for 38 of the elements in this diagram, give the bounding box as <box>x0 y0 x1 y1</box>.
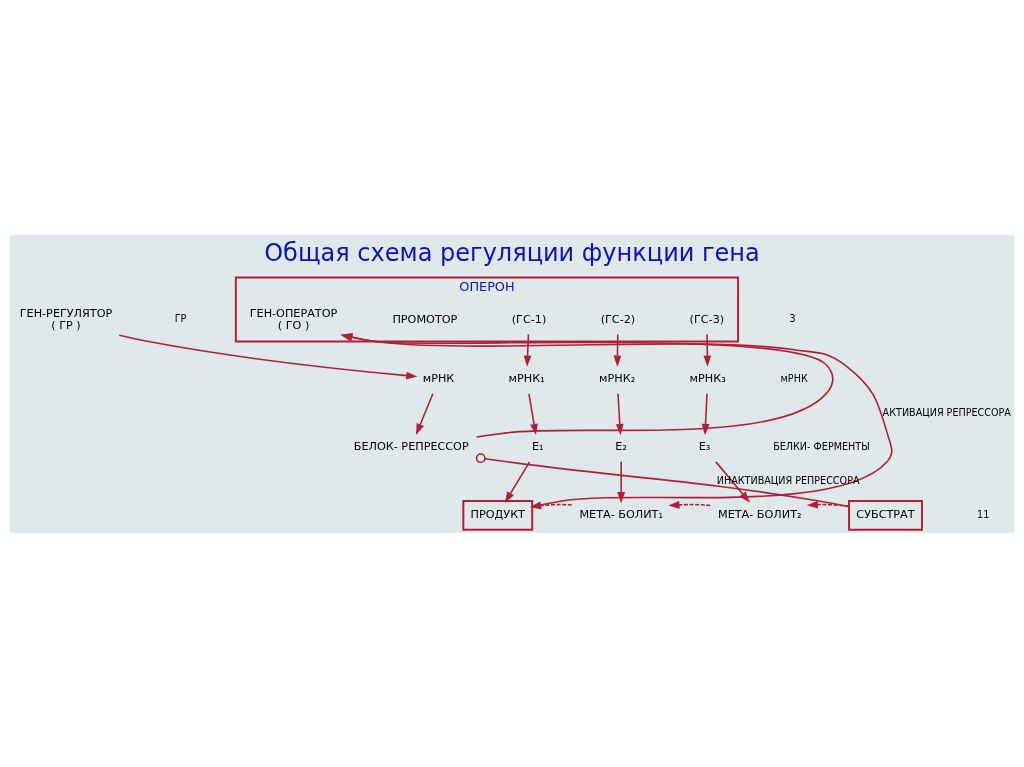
label: ГР <box>174 312 187 324</box>
arrow <box>523 333 532 367</box>
connector <box>475 452 850 507</box>
label: БЕЛКИ- ФЕРМЕНТЫ <box>773 440 870 452</box>
label: 3 <box>789 312 796 324</box>
arrow <box>528 392 538 435</box>
edge-label: АКТИВАЦИЯ РЕПРЕССОРА <box>882 406 1011 418</box>
node-text: ГЕН-ОПЕРАТОР ( ГО ) <box>249 306 338 332</box>
label: 11 <box>977 508 990 520</box>
node-box: ПРОДУКТ <box>462 499 534 531</box>
node-text: (ГС-1) <box>511 312 547 326</box>
node-text: ГЕН-РЕГУЛЯТОР ( ГР ) <box>19 306 113 332</box>
arrow <box>806 500 850 509</box>
arrow <box>703 333 712 367</box>
node-text: МЕТА- БОЛИТ₂ <box>717 507 802 521</box>
arrow <box>615 392 624 435</box>
node-box: СУБСТРАТ <box>848 499 923 531</box>
node-text: (ГС-3) <box>689 312 725 326</box>
node-text: мРНК <box>422 371 455 385</box>
node-text: (ГС-2) <box>600 312 636 326</box>
arrow <box>529 501 573 509</box>
node-text: мРНК₂ <box>599 371 636 385</box>
node-text: МЕТА- БОЛИТ₁ <box>579 507 663 521</box>
node-text: Е₃ <box>698 439 711 453</box>
node-text: БЕЛОК- РЕПРЕССОР <box>353 439 469 453</box>
arrow <box>617 460 626 503</box>
node-text: мРНК₃ <box>689 371 726 385</box>
diagram-title: Общая схема регуляции функции гена <box>264 238 760 267</box>
node-text: ПРОМОТОР <box>392 312 458 326</box>
node-text: мРНК₁ <box>508 371 545 385</box>
arrow <box>504 460 531 503</box>
label: мРНК <box>780 372 808 384</box>
arrow <box>416 392 434 435</box>
arrow <box>668 500 712 509</box>
arrow <box>613 333 622 367</box>
node-text: Е₂ <box>615 439 627 453</box>
arrow <box>701 392 710 435</box>
node-text: Е₁ <box>532 439 544 453</box>
